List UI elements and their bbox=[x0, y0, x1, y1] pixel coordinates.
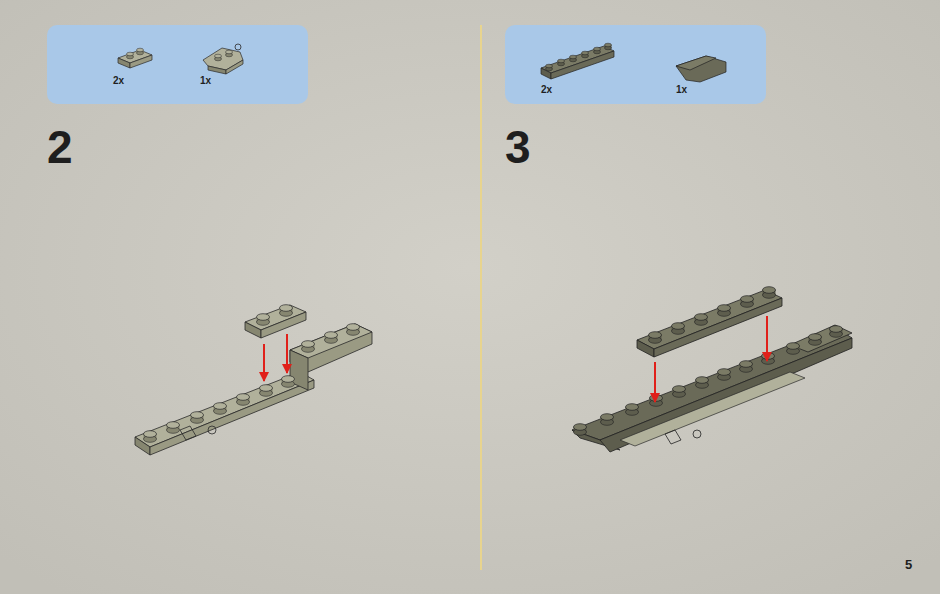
parts-box: 2x 1x bbox=[47, 25, 308, 104]
parts-box: 2x 1x bbox=[505, 25, 766, 104]
part-quantity: 2x bbox=[541, 84, 552, 95]
part-quantity: 2x bbox=[113, 75, 124, 86]
page-number: 5 bbox=[905, 558, 912, 571]
part-quantity: 1x bbox=[676, 84, 687, 95]
step-number: 3 bbox=[505, 124, 531, 170]
step-number: 2 bbox=[47, 124, 73, 170]
part-quantity: 1x bbox=[200, 75, 211, 86]
